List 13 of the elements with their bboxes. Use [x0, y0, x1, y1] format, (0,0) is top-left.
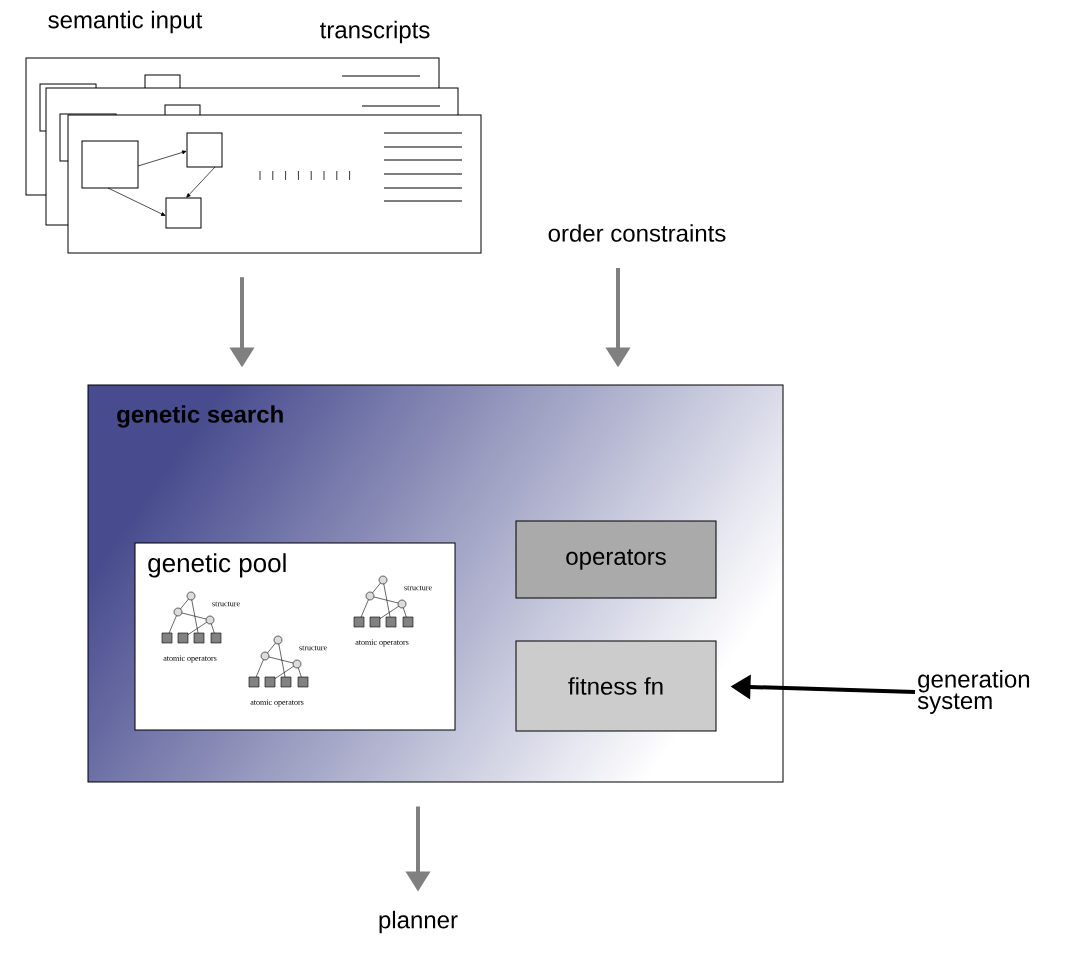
process-box: fitness fn [515, 640, 717, 732]
text-label: planner [379, 910, 458, 934]
text-label: order constraints [548, 224, 726, 242]
tree-label: atomic operators [163, 655, 217, 663]
tree-label: structure [404, 585, 432, 591]
tree-label: structure [299, 645, 327, 651]
beside-label: semantic input [48, 10, 203, 34]
text-label: generation system [917, 670, 1030, 714]
tree-label: atomic operators [250, 699, 304, 707]
process-box: operators [515, 520, 717, 599]
tree-label: atomic operators [355, 639, 409, 647]
beside-label: transcripts [320, 20, 430, 44]
tree-label: structure [212, 601, 240, 607]
